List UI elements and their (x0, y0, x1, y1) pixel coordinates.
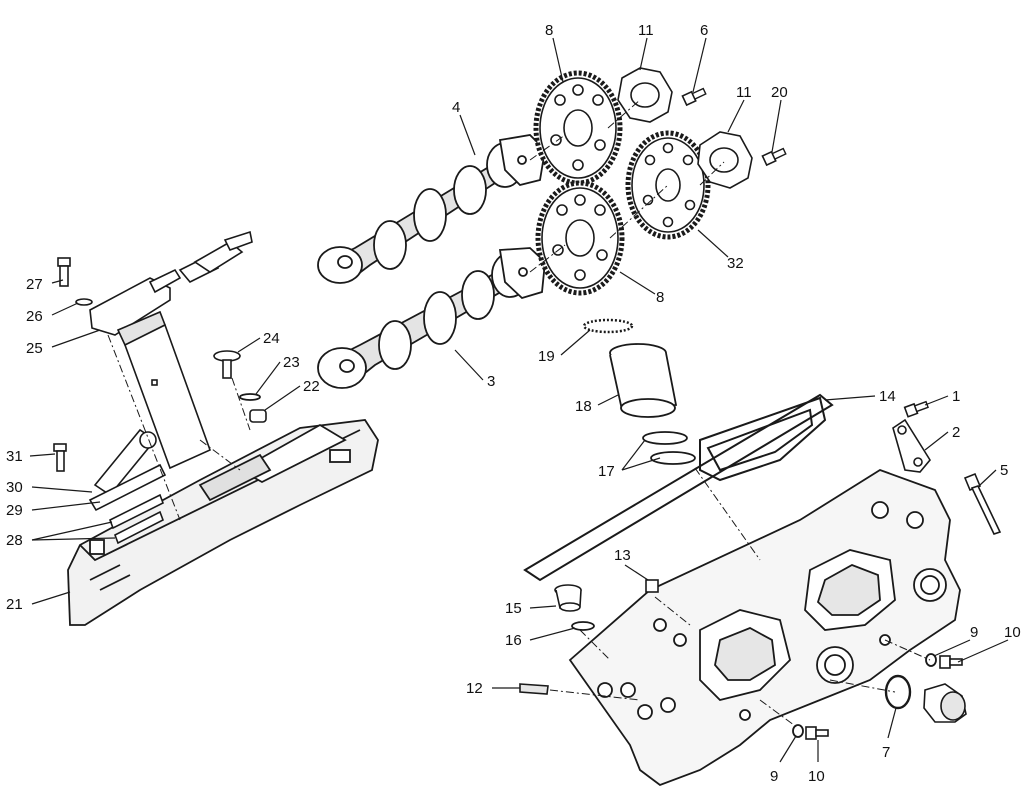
callout-23: 23 (283, 354, 300, 371)
o-ring-23 (239, 393, 261, 401)
o-ring-16 (571, 621, 595, 631)
callout-labels: 8 11 6 11 20 4 32 8 27 26 25 24 23 22 3 … (6, 22, 1021, 785)
assembly-centerlines (107, 99, 931, 729)
callout-13: 13 (614, 547, 631, 564)
callout-30: 30 (6, 479, 23, 496)
callout-6: 6 (700, 22, 708, 39)
plug-10-right (939, 655, 963, 669)
callout-26: 26 (26, 308, 43, 325)
bush-15 (554, 584, 582, 612)
callout-4: 4 (452, 99, 460, 116)
callout-11a: 11 (638, 22, 654, 39)
camshaft-lower (317, 247, 546, 389)
callout-27: 27 (26, 276, 43, 293)
callout-29: 29 (6, 502, 23, 519)
bolt-27 (57, 257, 71, 287)
cam-gear-right (625, 130, 711, 240)
bush-22 (249, 409, 267, 423)
callout-5: 5 (1000, 462, 1008, 479)
callout-12: 12 (466, 680, 483, 697)
cam-gear-lower (535, 180, 625, 296)
cam-gear-upper (533, 70, 623, 186)
cylinder-head (568, 469, 961, 787)
callout-18: 18 (575, 398, 592, 415)
callout-7: 7 (882, 744, 890, 761)
callout-9b: 9 (770, 768, 778, 785)
seal-19 (582, 318, 634, 334)
callout-17: 17 (598, 463, 615, 480)
dowel-13 (645, 579, 659, 593)
cover-bracket-stack (88, 428, 167, 545)
cover-gasket (523, 393, 834, 582)
o-rings-17 (642, 431, 696, 465)
callout-14: 14 (879, 388, 896, 405)
retaining-plate-upper (617, 67, 673, 123)
leader-lines (29, 37, 1009, 763)
bolt-31 (53, 443, 67, 472)
washer-9-bottom (792, 724, 804, 738)
callout-8a: 8 (545, 22, 553, 39)
callout-10b: 10 (808, 768, 825, 785)
callout-8b: 8 (656, 289, 664, 306)
stud-12 (519, 683, 549, 695)
callout-20: 20 (771, 84, 788, 101)
bolt-5 (963, 472, 1002, 535)
callout-28: 28 (6, 532, 23, 549)
cam-sensor (89, 230, 253, 470)
bolt-6 (681, 85, 708, 106)
callout-11b: 11 (736, 84, 752, 101)
callout-24: 24 (263, 330, 280, 347)
threaded-plug (923, 683, 967, 723)
callout-19: 19 (538, 348, 555, 365)
plug-10-bottom (805, 726, 829, 740)
callout-31: 31 (6, 448, 23, 465)
callout-16: 16 (505, 632, 522, 649)
bracket-2 (892, 418, 931, 473)
callout-1: 1 (952, 388, 960, 405)
washer-26 (75, 298, 93, 306)
washer-9-right (925, 653, 937, 667)
callout-2: 2 (952, 424, 960, 441)
camshaft-upper (317, 134, 546, 284)
retaining-plate-right (697, 131, 753, 189)
callout-25: 25 (26, 340, 43, 357)
seal-ring-7 (884, 674, 912, 710)
callout-21: 21 (6, 596, 23, 613)
callout-10a: 10 (1004, 624, 1021, 641)
bolt-20 (761, 145, 788, 166)
tube-18 (609, 343, 678, 418)
valve-cover (67, 419, 379, 626)
callout-9a: 9 (970, 624, 978, 641)
callout-15: 15 (505, 600, 522, 617)
callout-3: 3 (487, 373, 495, 390)
bolt-1 (903, 399, 930, 418)
screw-24 (213, 350, 241, 379)
callout-22: 22 (303, 378, 320, 395)
callout-32: 32 (727, 255, 744, 272)
